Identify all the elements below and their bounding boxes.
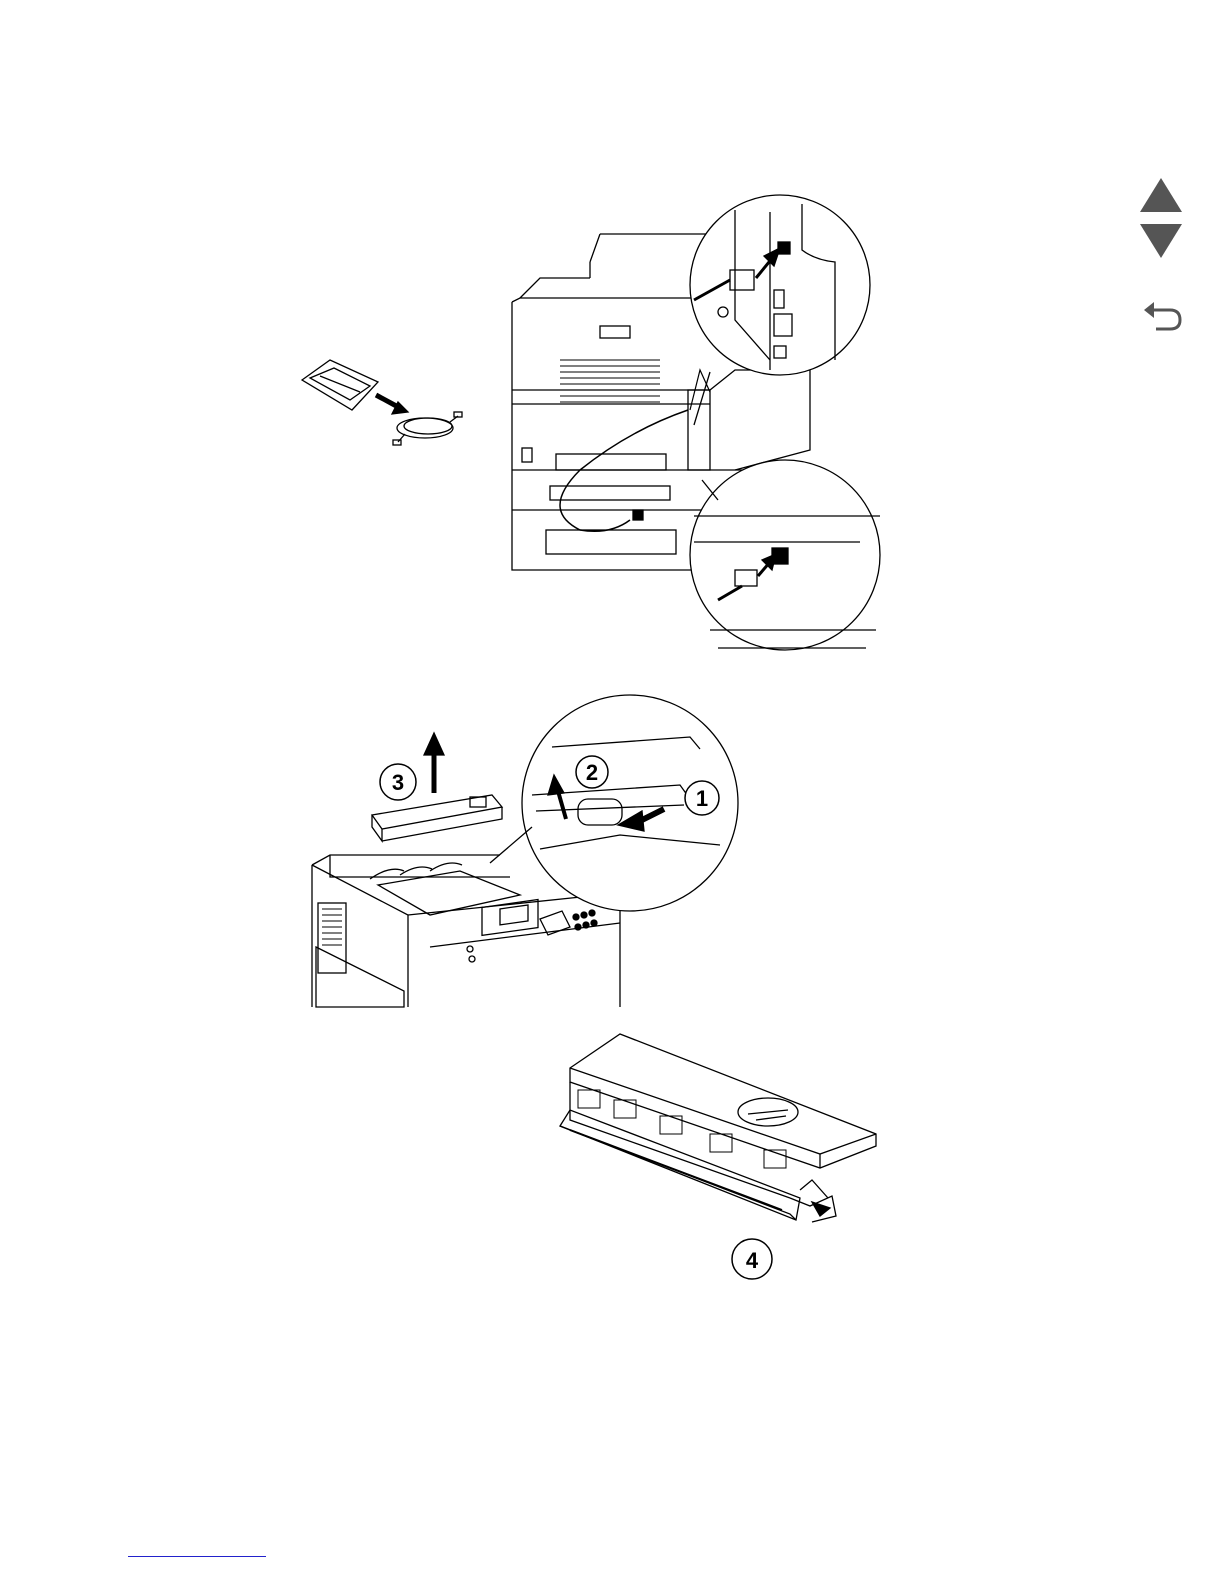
figure-remove-top-cover: 3 2 1 (300, 695, 740, 1015)
callout-3: 3 (380, 764, 416, 800)
connector-detail-bottom (690, 460, 880, 650)
callout-2: 2 (576, 756, 608, 788)
return-arrow-icon (1140, 296, 1184, 336)
top-cover-part (372, 795, 502, 841)
connector-detail-top (690, 195, 870, 375)
svg-text:3: 3 (392, 770, 404, 795)
svg-text:2: 2 (586, 760, 598, 785)
back-button[interactable] (1140, 296, 1184, 336)
figure-cable-installation (290, 190, 890, 660)
cable-bag-icon (302, 360, 378, 410)
cable-icon (393, 412, 462, 445)
callout-1: 1 (685, 781, 719, 815)
svg-text:4: 4 (746, 1248, 759, 1273)
previous-page-button[interactable] (1138, 176, 1184, 214)
next-page-button[interactable] (1138, 222, 1184, 260)
triangle-up-icon (1138, 176, 1184, 214)
triangle-down-icon (1138, 222, 1184, 260)
figure-cover-part-detail: 4 (550, 1030, 890, 1290)
footer-link-underline[interactable] (128, 1556, 266, 1557)
callout-4: 4 (732, 1239, 772, 1279)
svg-text:1: 1 (696, 786, 708, 811)
